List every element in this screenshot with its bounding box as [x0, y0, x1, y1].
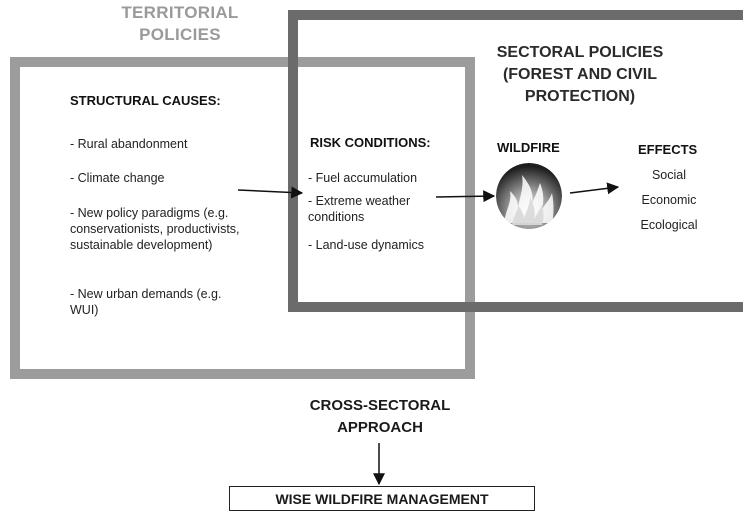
- structural-cause-item: - New policy paradigms (e.g. conservatio…: [70, 206, 240, 252]
- sectoral-title-line1: SECTORAL POLICIES: [496, 44, 664, 61]
- approach-line1: CROSS-SECTORAL: [309, 397, 451, 414]
- risk-condition-item: - Extreme weather conditions: [308, 194, 411, 224]
- arrow-causes-to-risk: [237, 186, 304, 199]
- approach-line2: APPROACH: [337, 419, 423, 436]
- wise-wildfire-management-label: WISE WILDFIRE MANAGEMENT: [275, 490, 489, 507]
- effect-item: Ecological: [640, 218, 698, 232]
- arrow-risk-to-wildfire: [435, 190, 496, 203]
- territorial-policies-frame: [10, 57, 475, 379]
- territorial-policies-title: TERRITORIAL POLICIES: [80, 2, 280, 46]
- territorial-title-line1: TERRITORIAL: [121, 3, 239, 22]
- sectoral-policies-title: SECTORAL POLICIES (FOREST AND CIVIL PROT…: [480, 42, 680, 108]
- structural-causes-heading: STRUCTURAL CAUSES:: [70, 93, 221, 108]
- risk-condition-item: - Land-use dynamics: [308, 238, 425, 252]
- risk-conditions-heading: RISK CONDITIONS:: [310, 135, 431, 150]
- structural-cause-item: - Rural abandonment: [70, 137, 188, 151]
- structural-cause-item: - New urban demands (e.g. WUI): [70, 287, 222, 317]
- risk-condition-item: - Fuel accumulation: [308, 171, 418, 185]
- effects-heading: EFFECTS: [638, 142, 698, 157]
- cross-sectoral-approach-label: CROSS-SECTORAL APPROACH: [280, 395, 480, 439]
- sectoral-title-line3: PROTECTION): [524, 88, 636, 105]
- sectoral-policies-frame: [288, 10, 743, 312]
- effect-item: Social: [651, 168, 687, 182]
- effect-item: Economic: [641, 193, 697, 207]
- arrow-wildfire-to-effects: [569, 182, 620, 195]
- wise-wildfire-management-box: WISE WILDFIRE MANAGEMENT: [229, 486, 535, 511]
- wildfire-heading: WILDFIRE: [497, 140, 560, 155]
- sectoral-title-line2: (FOREST AND CIVIL: [502, 66, 658, 83]
- territorial-title-line2: POLICIES: [139, 25, 221, 44]
- fire-icon: [496, 163, 562, 229]
- structural-cause-item: - Climate change: [70, 171, 165, 185]
